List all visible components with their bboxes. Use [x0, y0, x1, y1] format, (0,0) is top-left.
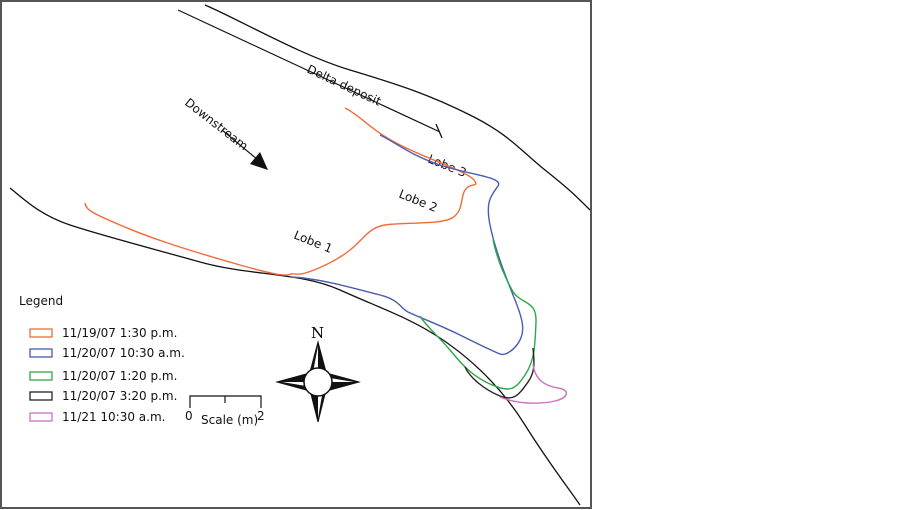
scale-end: 2	[257, 409, 265, 423]
downstream-arrow-icon	[250, 152, 268, 170]
scale-start: 0	[185, 409, 193, 423]
lower-bank	[9, 187, 581, 506]
legend-item: 11/19/07 1:30 p.m.	[29, 326, 177, 340]
outline-11-21-10-30am	[499, 363, 567, 404]
legend-swatch	[29, 391, 53, 401]
downstream-label: Downstream	[182, 95, 251, 153]
legend-swatch	[29, 412, 53, 422]
delta-deposit-label: Delta deposit	[305, 62, 384, 109]
upper-bank	[204, 4, 591, 211]
scale-label: Scale (m)	[201, 413, 258, 427]
legend-item: 11/20/07 3:20 p.m.	[29, 389, 177, 403]
legend-label: 11/20/07 1:20 p.m.	[62, 369, 177, 383]
lobe2-label: Lobe 2	[397, 187, 440, 215]
legend-item: 11/20/07 10:30 a.m.	[29, 346, 185, 360]
delta-deposit-line	[177, 9, 441, 133]
legend-swatch	[29, 348, 53, 358]
outline-11-19-1-30pm	[84, 107, 477, 276]
outline-11-20-10-30am	[289, 134, 524, 356]
downstream-arrow-shaft	[221, 129, 259, 161]
compass-icon	[275, 340, 361, 423]
legend-label: 11/20/07 3:20 p.m.	[62, 389, 177, 403]
legend-title: Legend	[19, 294, 63, 308]
outline-11-20-1-20pm	[419, 237, 537, 390]
map-frame	[0, 0, 592, 509]
legend-swatch	[29, 328, 53, 338]
legend-label: 11/21 10:30 a.m.	[62, 410, 165, 424]
legend-label: 11/19/07 1:30 p.m.	[62, 326, 177, 340]
legend-swatch	[29, 371, 53, 381]
legend-item: 11/20/07 1:20 p.m.	[29, 369, 177, 383]
delta-deposit-end-tick	[435, 123, 443, 139]
compass-north-label: N	[311, 324, 324, 342]
scale-bar	[189, 395, 262, 408]
legend-item: 11/21 10:30 a.m.	[29, 410, 165, 424]
legend-label: 11/20/07 10:30 a.m.	[62, 346, 185, 360]
lobe1-label: Lobe 1	[292, 228, 335, 256]
